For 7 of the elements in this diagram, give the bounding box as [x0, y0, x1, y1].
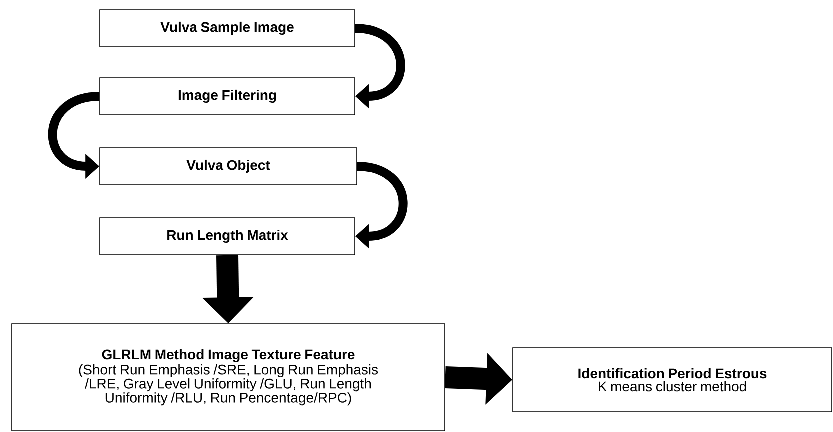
process-box: Identification Period Estrous K means cluster method: [512, 348, 832, 412]
arrow: [354, 24, 406, 109]
process-box: Image Filtering: [100, 78, 356, 116]
process-box: Run Length Matrix: [100, 218, 356, 256]
process-box: Vulva Object: [100, 148, 358, 186]
process-box: Vulva Sample Image: [100, 10, 356, 48]
process-box: GLRLM Method Image Texture Feature (Short Run Emphasis /SRE, Long Run Emphasis /LRE, Gray Level Uniformity /GLU, Run Length Uniformity /RLU, Run Pencentage/RPC): [12, 324, 446, 432]
